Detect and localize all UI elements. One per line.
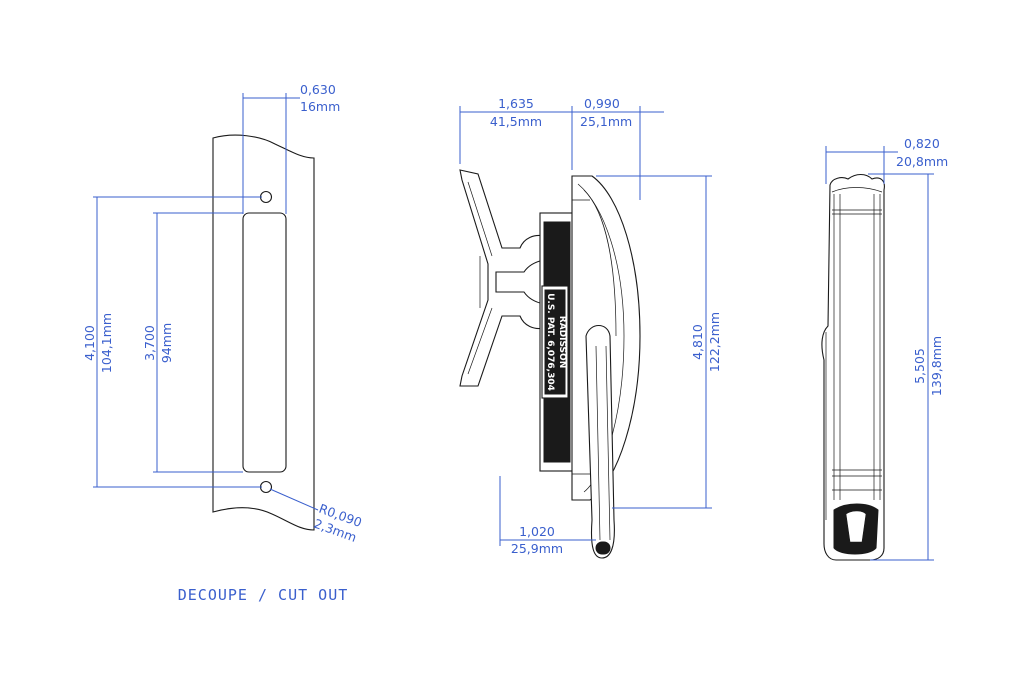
slot-length-in: 3,700 — [142, 325, 157, 361]
bottom-mm: 25,9mm — [511, 541, 563, 556]
height-mm: 122,2mm — [707, 312, 722, 372]
side-view: RADISSON U.S. PAT. 6,076,304 — [459, 169, 641, 559]
stamp-patent: U.S. PAT. 6,076,304 — [545, 293, 555, 391]
height-in: 4,810 — [690, 324, 705, 360]
slot-length-mm: 94mm — [159, 323, 174, 363]
front-width-in: 0,820 — [904, 136, 940, 151]
front-width-mm: 20,8mm — [896, 154, 948, 169]
cutout-top-hole — [259, 190, 273, 204]
hole-spacing-in: 4,100 — [82, 325, 97, 361]
cutout-caption: DECOUPE / CUT OUT — [178, 586, 349, 604]
cutout-width-mm: 16mm — [300, 99, 340, 114]
cutout-view — [212, 134, 315, 531]
handle-mm: 25,1mm — [580, 114, 632, 129]
handle-in: 0,990 — [584, 96, 620, 111]
cutout-width-in: 0,630 — [300, 82, 336, 97]
cutout-dimensions — [93, 93, 319, 511]
depth-mm: 41,5mm — [490, 114, 542, 129]
hole-spacing-mm: 104,1mm — [99, 313, 114, 373]
cutout-bottom-hole — [259, 480, 273, 494]
cutout-slot — [242, 212, 287, 473]
stamp-radisson: RADISSON — [557, 316, 567, 368]
front-height-in: 5,505 — [912, 348, 927, 384]
keeper-bracket — [459, 169, 545, 387]
front-height-mm: 139,8mm — [929, 336, 944, 396]
front-dimensions — [825, 146, 934, 561]
lock-lever — [585, 324, 615, 559]
bottom-in: 1,020 — [519, 524, 555, 539]
depth-in: 1,635 — [498, 96, 534, 111]
side-dimensions — [459, 106, 712, 546]
front-view — [821, 173, 885, 561]
front-body — [821, 173, 885, 561]
